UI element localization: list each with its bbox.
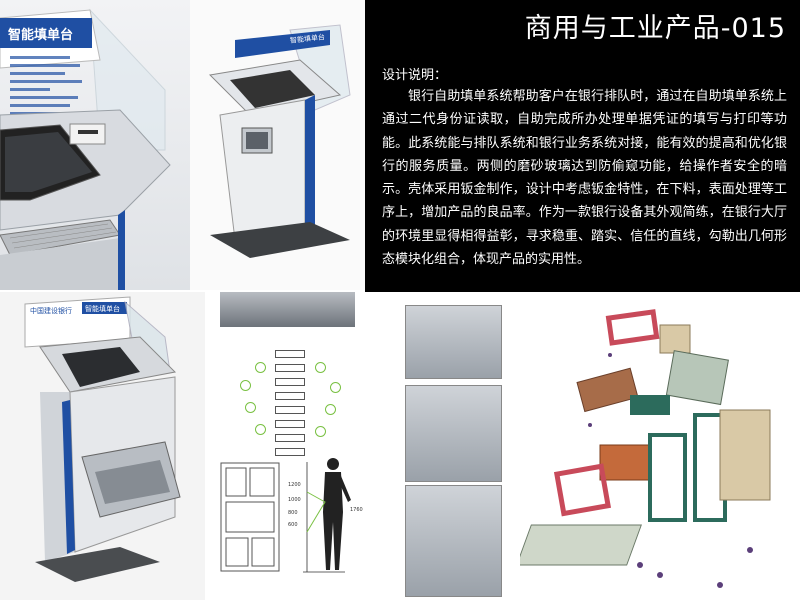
height-label: 600 xyxy=(288,522,298,528)
flow-circle xyxy=(245,402,256,413)
page-title: 商用与工业产品-015 xyxy=(524,13,786,44)
detail-photo-handle xyxy=(405,385,502,482)
flow-step xyxy=(275,434,305,442)
context-photo xyxy=(310,292,355,327)
hero-kiosk-sign: 智能填单台 xyxy=(8,28,74,43)
height-label: 1200 xyxy=(288,482,301,488)
detail-photos xyxy=(405,305,502,597)
flow-step xyxy=(275,350,305,358)
flow-step xyxy=(275,448,305,456)
exploded-view-illustration xyxy=(516,309,771,588)
flow-circle xyxy=(255,424,266,435)
kiosk-side-sign: 智能填单台 xyxy=(85,305,120,313)
flow-circle xyxy=(315,426,326,437)
flow-circle xyxy=(325,404,336,415)
flow-step xyxy=(275,420,305,428)
description-label: 设计说明： xyxy=(382,68,448,83)
bank-logo: 中国建设银行 xyxy=(30,307,72,315)
diagram-area: 1200 1000 800 600 1760 xyxy=(215,292,365,600)
description-text: 银行自助填单系统帮助客户在银行排队时，通过在自助填单系统上通过二代身份证读取，自… xyxy=(382,89,787,268)
context-photo xyxy=(220,292,265,327)
total-height-label: 1760 xyxy=(350,507,363,513)
flow-circle xyxy=(240,380,251,391)
context-photo xyxy=(265,292,310,327)
flow-step xyxy=(275,406,305,414)
flow-circle xyxy=(315,362,326,373)
detail-photo-keyboard xyxy=(405,305,502,379)
full-kiosk-illustration xyxy=(208,24,351,258)
height-label: 800 xyxy=(288,510,298,516)
ergonomic-figure-drawing xyxy=(303,458,351,573)
flow-step xyxy=(275,364,305,372)
exploded-view xyxy=(516,295,800,600)
full-kiosk-render: 智能填单台 xyxy=(190,0,365,290)
description-panel xyxy=(365,0,800,292)
flow-circle xyxy=(330,382,341,393)
flow-step xyxy=(275,378,305,386)
plan-view-drawing xyxy=(220,462,280,572)
kiosk-side-illustration xyxy=(24,296,181,582)
flow-circle xyxy=(255,362,266,373)
flow-step xyxy=(275,392,305,400)
hero-kiosk-render: 智能填单台 xyxy=(0,0,210,290)
hero-kiosk-illustration xyxy=(0,8,171,290)
detail-photo-drawer xyxy=(405,485,502,597)
height-label: 1000 xyxy=(288,497,301,503)
kiosk-side-render: 中国建设银行 智能填单台 xyxy=(0,292,205,600)
